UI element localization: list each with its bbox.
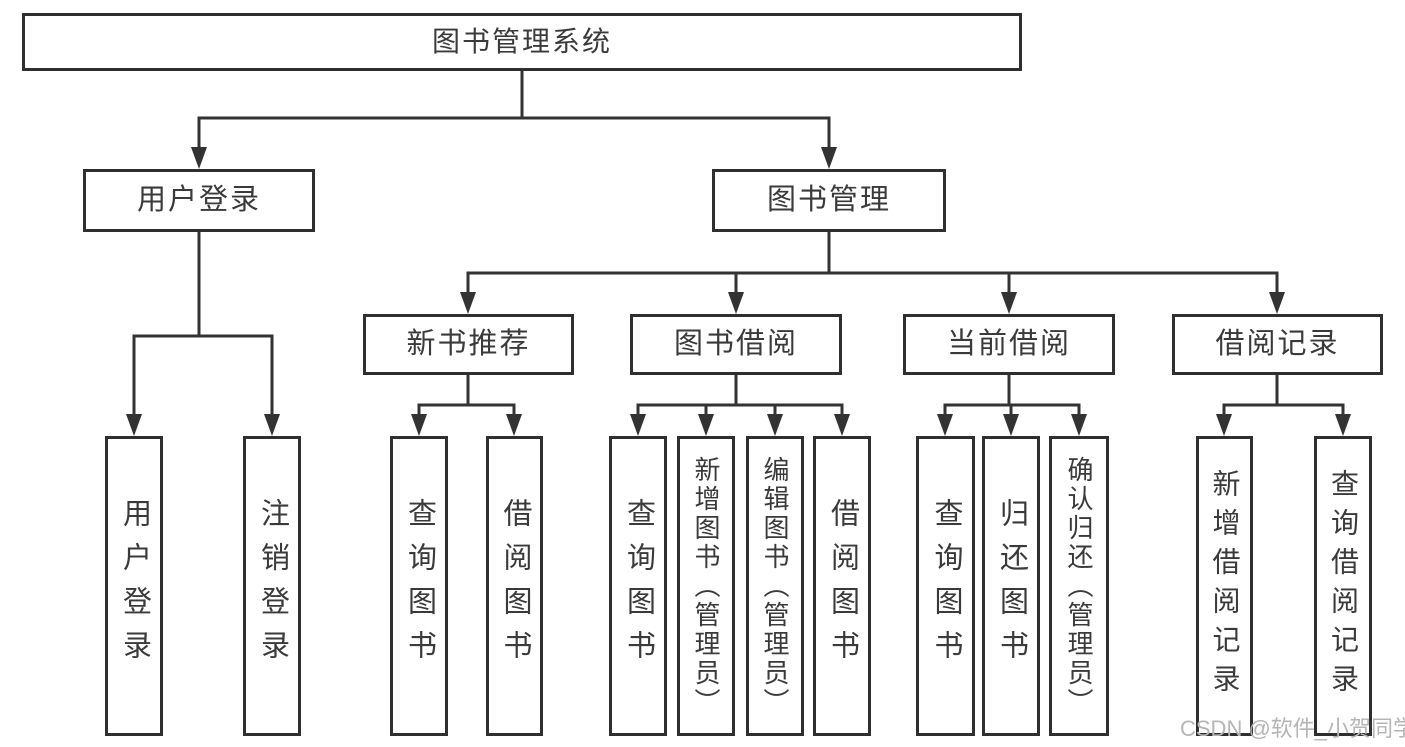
node-label: 图书借阅 <box>673 328 798 360</box>
leaf-edit-book-admin: 编辑图书（管理员） <box>746 436 804 736</box>
node-label: 借阅记录 <box>1215 328 1340 360</box>
node-label: 用户登录 <box>136 184 261 216</box>
leaf-borrow-books-borrowing: 借阅图书 <box>813 436 871 736</box>
connector-user-login-to-leaves <box>126 232 280 436</box>
node-label: 新增借阅记录 <box>1209 469 1241 703</box>
leaf-add-borrow-record: 新增借阅记录 <box>1196 436 1253 736</box>
node-label: 归还图书 <box>995 498 1028 674</box>
node-current-borrowing: 当前借阅 <box>903 314 1115 375</box>
leaf-query-books-borrowing: 查询图书 <box>609 436 667 736</box>
connector-borrowing-records-to-leaves <box>1216 375 1351 436</box>
node-label: 当前借阅 <box>946 328 1071 360</box>
node-label: 查询图书 <box>403 498 436 674</box>
node-system-root: 图书管理系统 <box>22 13 1022 71</box>
node-book-borrowing: 图书借阅 <box>630 314 842 375</box>
node-borrowing-records: 借阅记录 <box>1172 314 1383 375</box>
connector-new-book-recommendation-to-leaves <box>411 375 522 436</box>
leaf-user-login: 用户登录 <box>105 436 163 736</box>
node-label: 借阅图书 <box>499 498 531 674</box>
connector-book-management-to-level3 <box>460 232 1285 314</box>
node-label: 查询图书 <box>930 498 962 674</box>
connector-book-borrowing-to-leaves <box>630 375 850 436</box>
node-label: 借阅图书 <box>826 498 859 674</box>
connector-root-to-level2 <box>191 71 837 169</box>
node-label: 新增图书（管理员） <box>691 455 721 717</box>
leaf-query-books-recommend: 查询图书 <box>390 436 448 736</box>
node-book-management: 图书管理 <box>712 169 946 232</box>
watermark: CSDN @软件_小贺同学 <box>1180 716 1405 741</box>
node-user-login: 用户登录 <box>83 169 315 232</box>
node-label: 用户登录 <box>118 498 151 674</box>
leaf-confirm-return-admin: 确认归还（管理员） <box>1049 436 1109 736</box>
connector-current-borrowing-to-leaves <box>937 375 1087 436</box>
node-label: 查询图书 <box>622 498 655 674</box>
node-label: 图书管理 <box>766 184 891 216</box>
node-label: 新书推荐 <box>406 328 531 360</box>
leaf-query-books-current: 查询图书 <box>916 436 975 736</box>
leaf-add-book-admin: 新增图书（管理员） <box>677 436 735 736</box>
leaf-query-borrow-record: 查询借阅记录 <box>1314 436 1372 736</box>
node-new-book-recommendation: 新书推荐 <box>363 314 574 375</box>
node-label: 查询借阅记录 <box>1328 469 1359 703</box>
node-label: 确认归还（管理员） <box>1064 455 1094 717</box>
node-label: 图书管理系统 <box>431 26 612 57</box>
node-label: 注销登录 <box>256 498 289 674</box>
leaf-borrow-books-recommend: 借阅图书 <box>486 436 543 736</box>
leaf-logout: 注销登录 <box>243 436 301 736</box>
leaf-return-book: 归还图书 <box>982 436 1040 736</box>
node-label: 编辑图书（管理员） <box>760 455 790 717</box>
